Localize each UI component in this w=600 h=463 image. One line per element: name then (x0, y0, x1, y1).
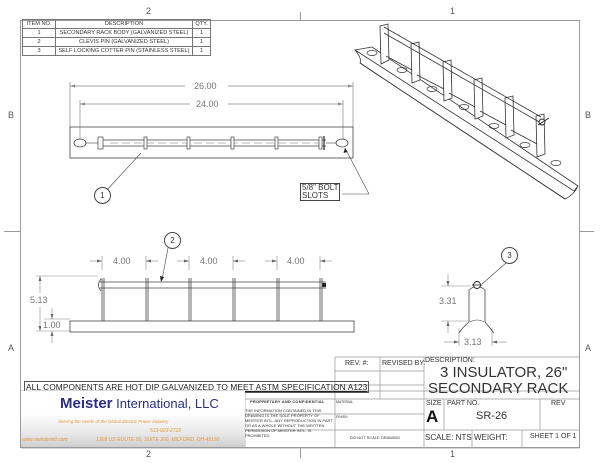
part-number-value: SR-26 (476, 410, 508, 422)
zone-label-right-a: A (585, 343, 592, 353)
finish-label: FINISH (336, 415, 348, 419)
balloon-item-1: 1 (94, 187, 111, 204)
balloon-item-3: 3 (501, 247, 518, 264)
balloon-item-2: 2 (164, 232, 181, 249)
zone-label-top-2: 2 (146, 6, 152, 16)
scale-value: SCALE: NTS (425, 433, 472, 442)
dim-height: 5.13 (28, 295, 50, 305)
company-name-rest: International, LLC (112, 396, 219, 411)
drawing-frame (20, 20, 580, 448)
dim-side-width: 3.13 (462, 337, 484, 347)
zone-label-left-b: B (8, 110, 15, 120)
do-not-scale-note: DO NOT SCALE DRAWING (350, 435, 401, 440)
company-name: Meister International, LLC (60, 395, 219, 412)
zone-label-right-b: B (585, 110, 592, 120)
bill-of-materials: ITEM NO. DESCRIPTION QTY. 1 SECONDARY RA… (22, 19, 211, 56)
company-website: www.meisterintl.com (22, 437, 68, 443)
dim-spacing-1: 4.00 (111, 256, 133, 266)
material-label: MATERIAL (336, 400, 354, 404)
bom-qty: 1 (192, 46, 211, 56)
description-label: DESCRIPTION: (425, 357, 475, 364)
dim-base: 1.00 (41, 320, 63, 330)
dim-overall-length: 26.00 (192, 81, 219, 91)
drawing-title-line1: 3 INSULATOR, 26" (440, 364, 568, 381)
zone-divider-tick (300, 12, 301, 20)
bom-row: 3 SELF LOCKING COTTER PIN (STAINLESS STE… (22, 46, 211, 56)
sheet-number: SHEET 1 OF 1 (530, 433, 577, 440)
size-label: SIZE (426, 400, 442, 407)
bolt-slots-note-line1: 5/8" BOLT (302, 183, 339, 192)
company-phone: 513-923-2722 (150, 428, 182, 434)
company-name-bold: Meister (60, 395, 113, 412)
dim-spacing-2: 4.00 (198, 256, 220, 266)
zone-label-left-a: A (8, 343, 15, 353)
drawing-title-line2: SECONDARY RACK (428, 380, 569, 397)
proprietary-body: THE INFORMATION CONTAINED IN THIS DRAWIN… (245, 408, 333, 438)
zone-divider-tick (580, 231, 594, 232)
globe-logo-icon (30, 396, 50, 418)
dim-spacing-3: 4.00 (285, 256, 307, 266)
dim-side-height: 3.31 (437, 296, 459, 306)
company-logo-area (21, 391, 245, 447)
zone-label-top-1: 1 (450, 6, 456, 16)
zone-divider-tick (300, 448, 301, 458)
dim-slot-spacing: 24.00 (194, 99, 221, 109)
size-value: A (426, 407, 439, 426)
company-tagline: Serving the needs of the Global Electric… (58, 419, 169, 424)
rev-number-label: REV. #: (345, 360, 369, 367)
company-address: 1308 US ROUTE 50, SUITE 200, MILFORD, OH… (96, 437, 220, 443)
proprietary-title: PROPRIETARY AND CONFIDENTIAL (250, 399, 325, 404)
bolt-slots-note-line2: SLOTS (302, 191, 329, 200)
zone-label-bottom-2: 2 (146, 449, 152, 459)
bolt-slots-note: 5/8" BOLT SLOTS (300, 183, 341, 201)
part-number-label: PART NO. (447, 400, 480, 407)
revised-by-label: REVISED BY: (382, 360, 426, 367)
zone-label-bottom-1: 1 (450, 449, 456, 459)
zone-divider-tick (4, 231, 20, 232)
rev-column-label: REV (551, 400, 566, 407)
weight-label: WEIGHT: (474, 433, 508, 442)
